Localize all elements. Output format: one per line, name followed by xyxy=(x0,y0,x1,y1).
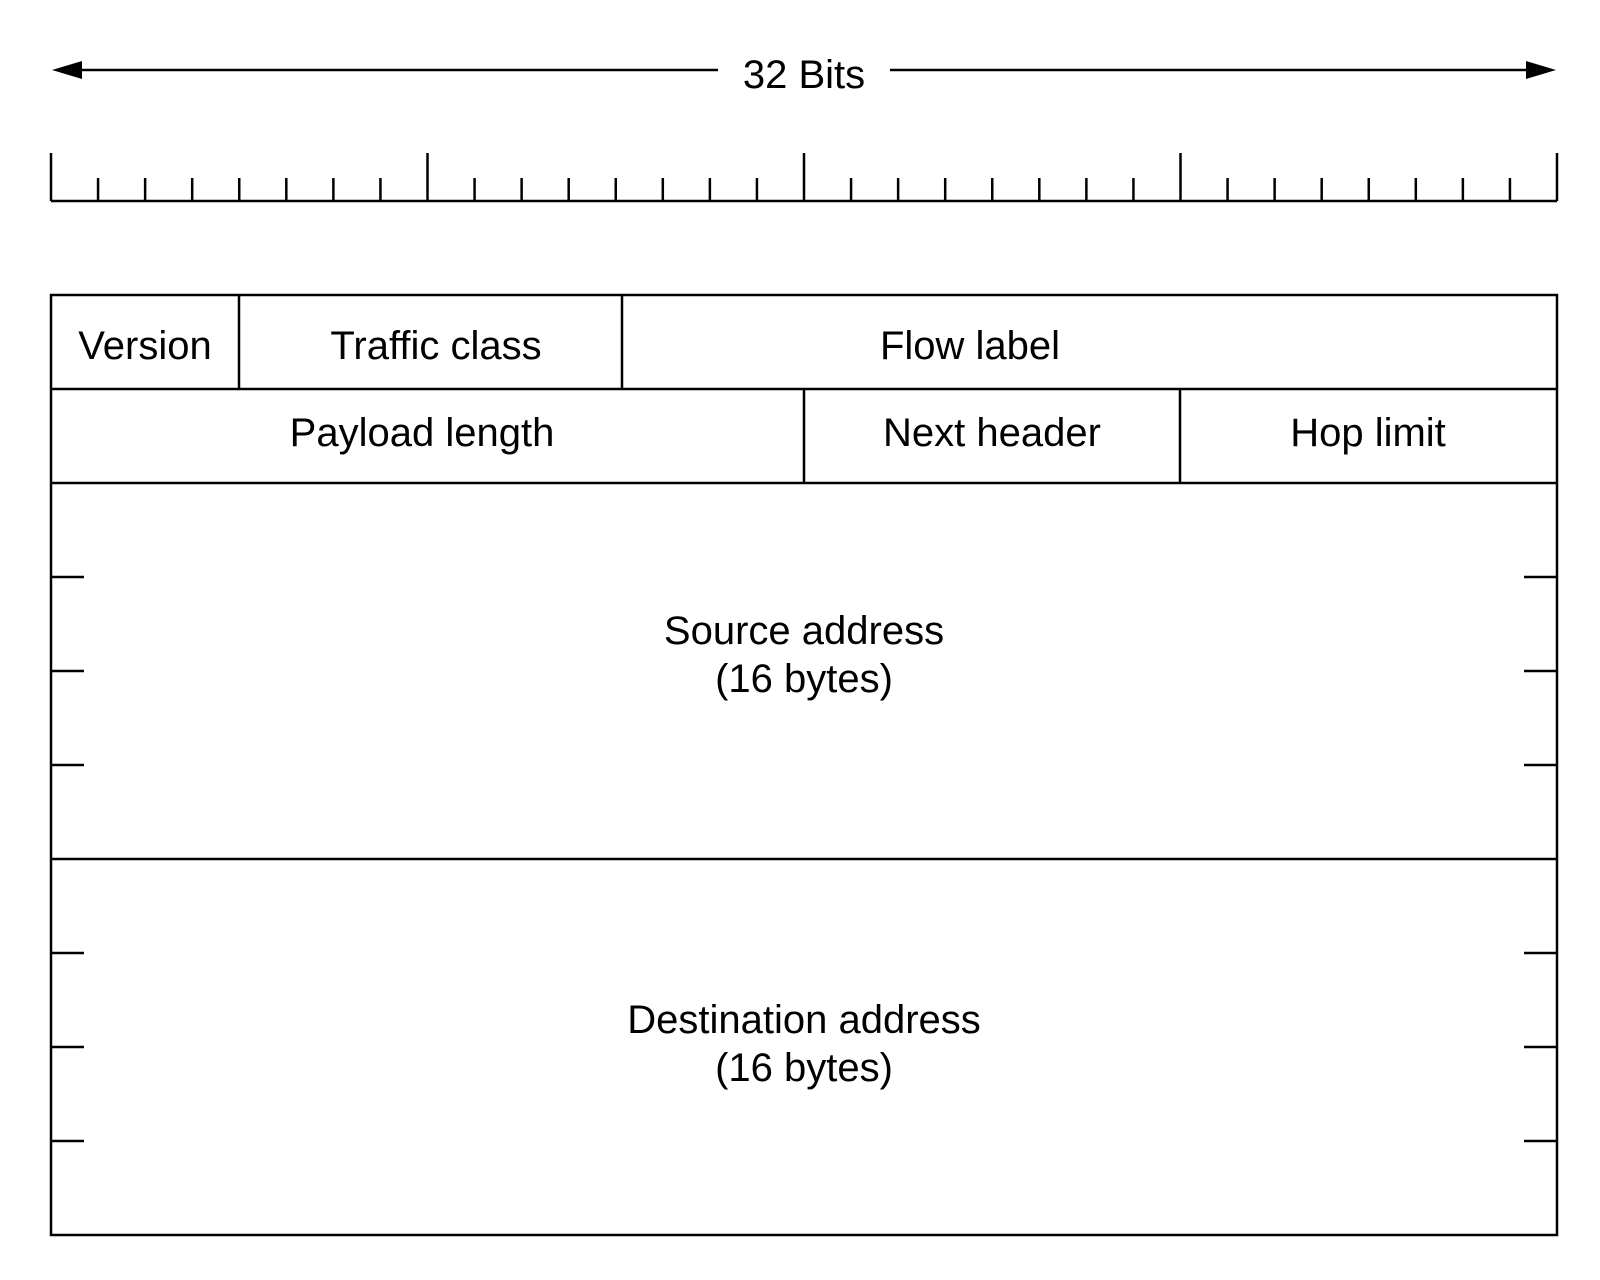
source-address-size: (16 bytes) xyxy=(715,657,893,701)
address-word-marks xyxy=(51,575,1557,1143)
width-arrow-left-head xyxy=(52,61,82,79)
width-arrow-right-head xyxy=(1526,61,1556,79)
hop-limit-field: Hop limit xyxy=(1290,411,1446,455)
width-label: 32 Bits xyxy=(743,53,865,97)
destination-address-field: Destination address xyxy=(627,998,981,1042)
payload-length-field: Payload length xyxy=(290,411,555,455)
flow-label-field: Flow label xyxy=(880,324,1060,368)
source-address-field: Source address xyxy=(664,609,944,653)
version-field: Version xyxy=(78,324,211,368)
width-arrow xyxy=(52,61,1556,79)
next-header-field: Next header xyxy=(883,411,1101,455)
bit-ruler xyxy=(49,153,1559,203)
traffic-class-field: Traffic class xyxy=(330,324,541,368)
destination-address-size: (16 bytes) xyxy=(715,1046,893,1090)
